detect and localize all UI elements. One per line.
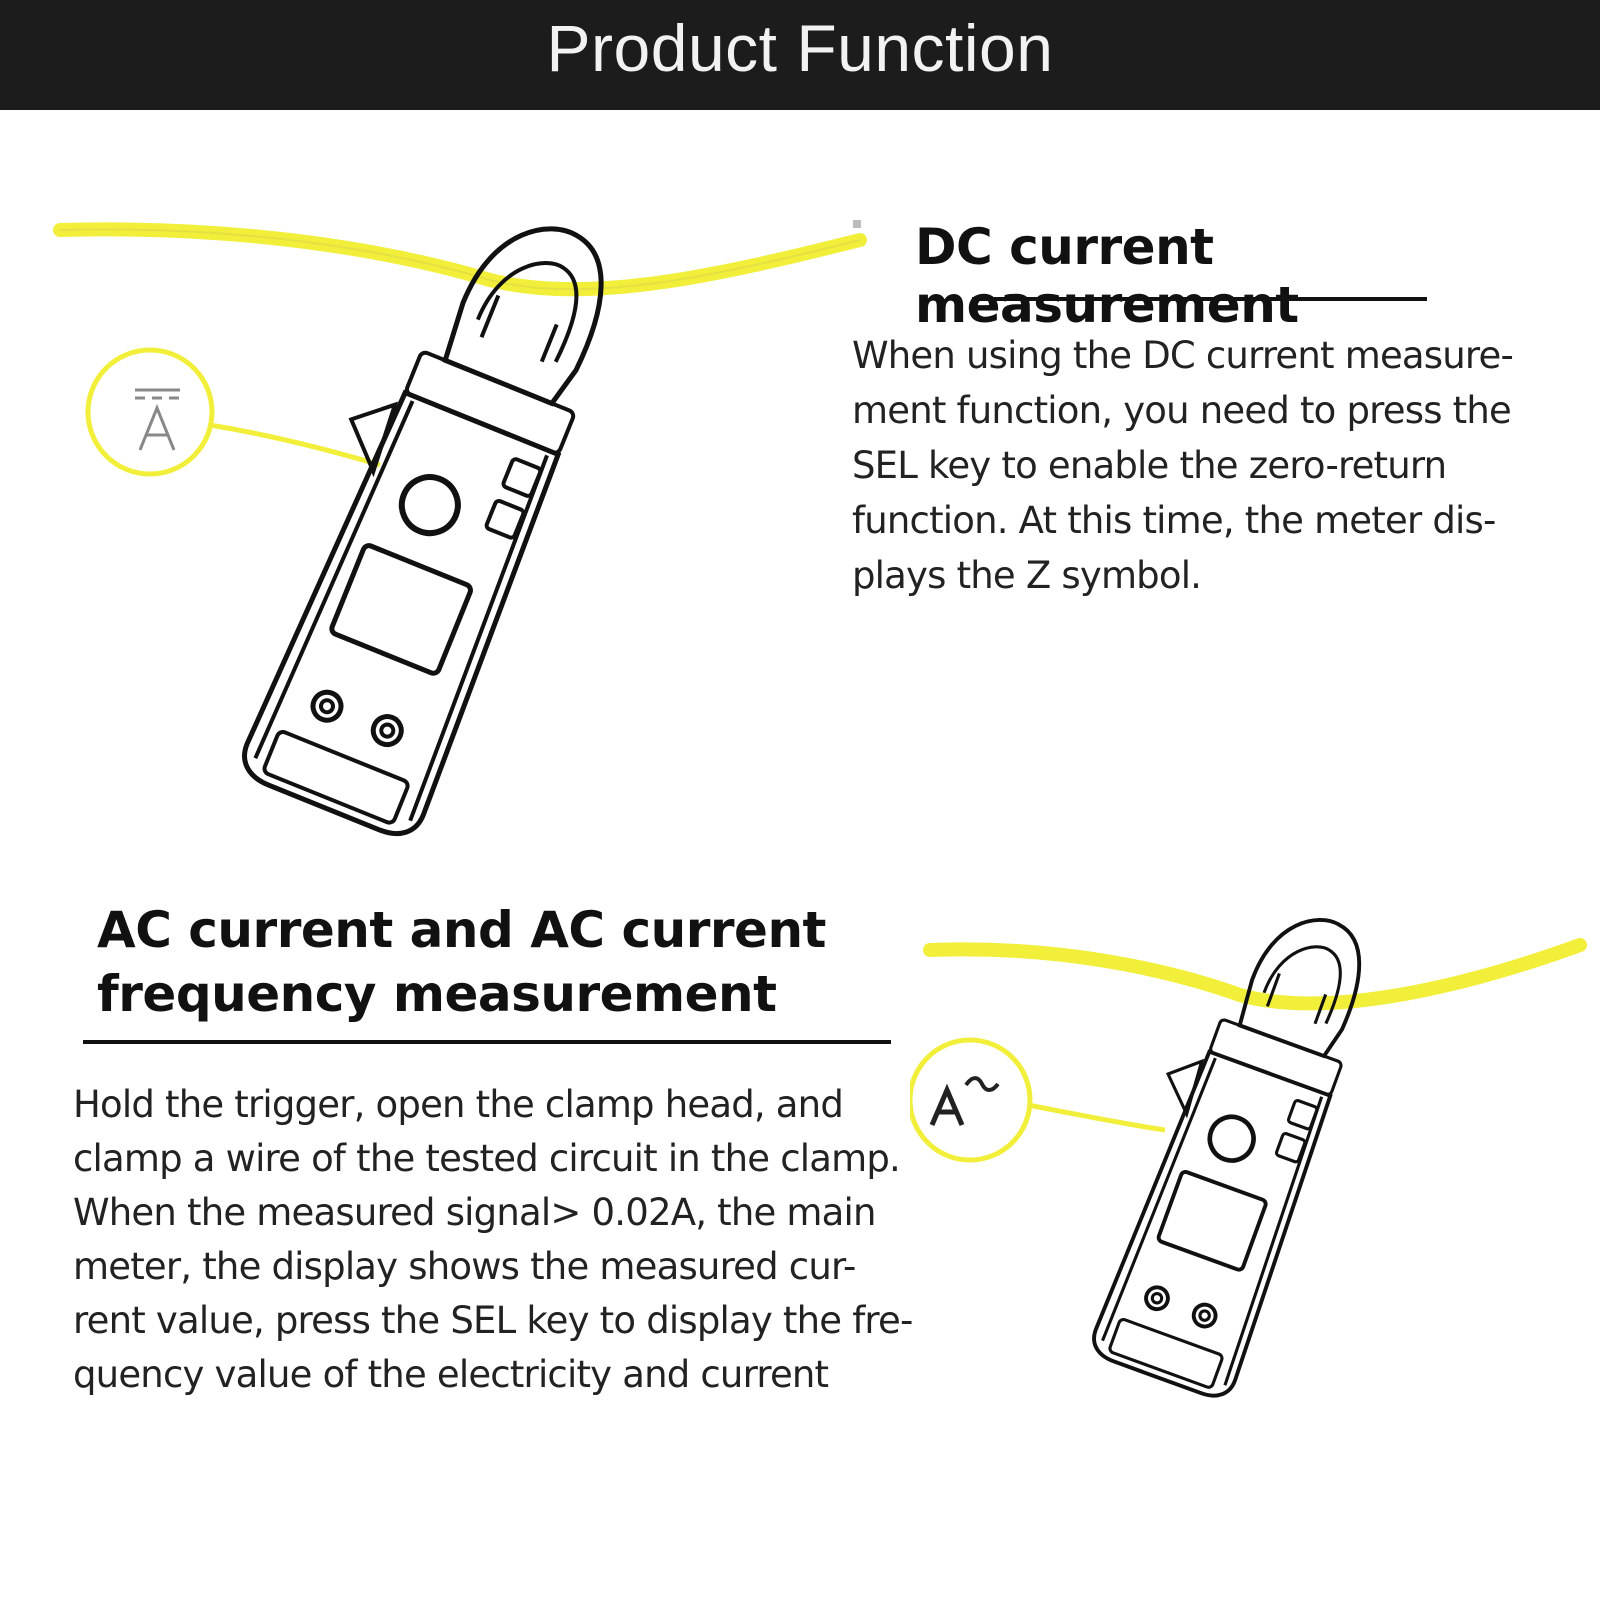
ac-description-line: meter, the display shows the measured cu… xyxy=(73,1245,856,1288)
dc-section-title: DC current measurement xyxy=(915,218,1299,334)
dc-description-line: function. At this time, the meter dis- xyxy=(852,499,1496,542)
dc-description-line: plays the Z symbol. xyxy=(852,554,1202,597)
header-bar: Product Function xyxy=(0,0,1600,110)
ac-description-line: rent value, press the SEL key to display… xyxy=(73,1299,913,1342)
ac-ampere-icon xyxy=(929,1076,1000,1126)
ac-description-line: quency value of the electricity and curr… xyxy=(73,1353,829,1396)
dc-symbol-callout xyxy=(85,347,215,477)
ac-description: Hold the trigger, open the clamp head, a… xyxy=(73,1078,913,1402)
page-title: Product Function xyxy=(546,11,1054,85)
dc-description-line: SEL key to enable the zero-return xyxy=(852,444,1447,487)
dc-description-line: ment function, you need to press the xyxy=(852,389,1512,432)
ac-description-line: Hold the trigger, open the clamp head, a… xyxy=(73,1083,844,1126)
dc-description-line: When using the DC current measure- xyxy=(852,334,1514,377)
ac-symbol-callout xyxy=(910,1037,1033,1163)
dc-clamp-meter-illustration xyxy=(53,220,867,836)
dc-description: When using the DC current measure- ment … xyxy=(852,328,1514,603)
dc-title-underline xyxy=(972,297,1427,301)
ac-title-line: frequency measurement xyxy=(97,965,777,1023)
wire-icon xyxy=(923,938,1587,1011)
ac-description-line: When the measured signal> 0.02A, the mai… xyxy=(73,1191,876,1234)
ac-section-title: AC current and AC current frequency meas… xyxy=(97,898,826,1026)
ac-title-underline xyxy=(83,1040,891,1044)
ac-title-line: AC current and AC current xyxy=(97,901,826,959)
dc-ampere-icon xyxy=(135,388,180,451)
wire-icon xyxy=(53,222,867,297)
ac-clamp-meter-illustration xyxy=(910,918,1587,1398)
ac-description-line: clamp a wire of the tested circuit in th… xyxy=(73,1137,901,1180)
